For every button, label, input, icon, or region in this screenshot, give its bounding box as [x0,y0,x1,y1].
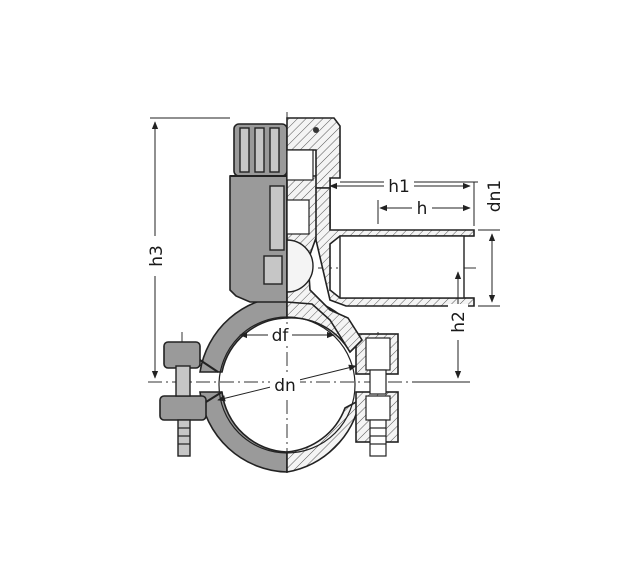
label-dn1: dn1 [485,180,505,212]
riser-body [229,175,364,354]
outlet-spigot [315,187,475,307]
left-bolt-clamp [159,341,223,457]
label-df: df [272,326,290,346]
label-h: h [417,199,428,219]
label-h3: h3 [147,245,167,267]
label-dn: dn [274,376,296,396]
label-h2: h2 [449,311,469,333]
label-h1: h1 [388,177,410,197]
cap [230,117,341,189]
right-bolt-clamp [355,333,399,457]
